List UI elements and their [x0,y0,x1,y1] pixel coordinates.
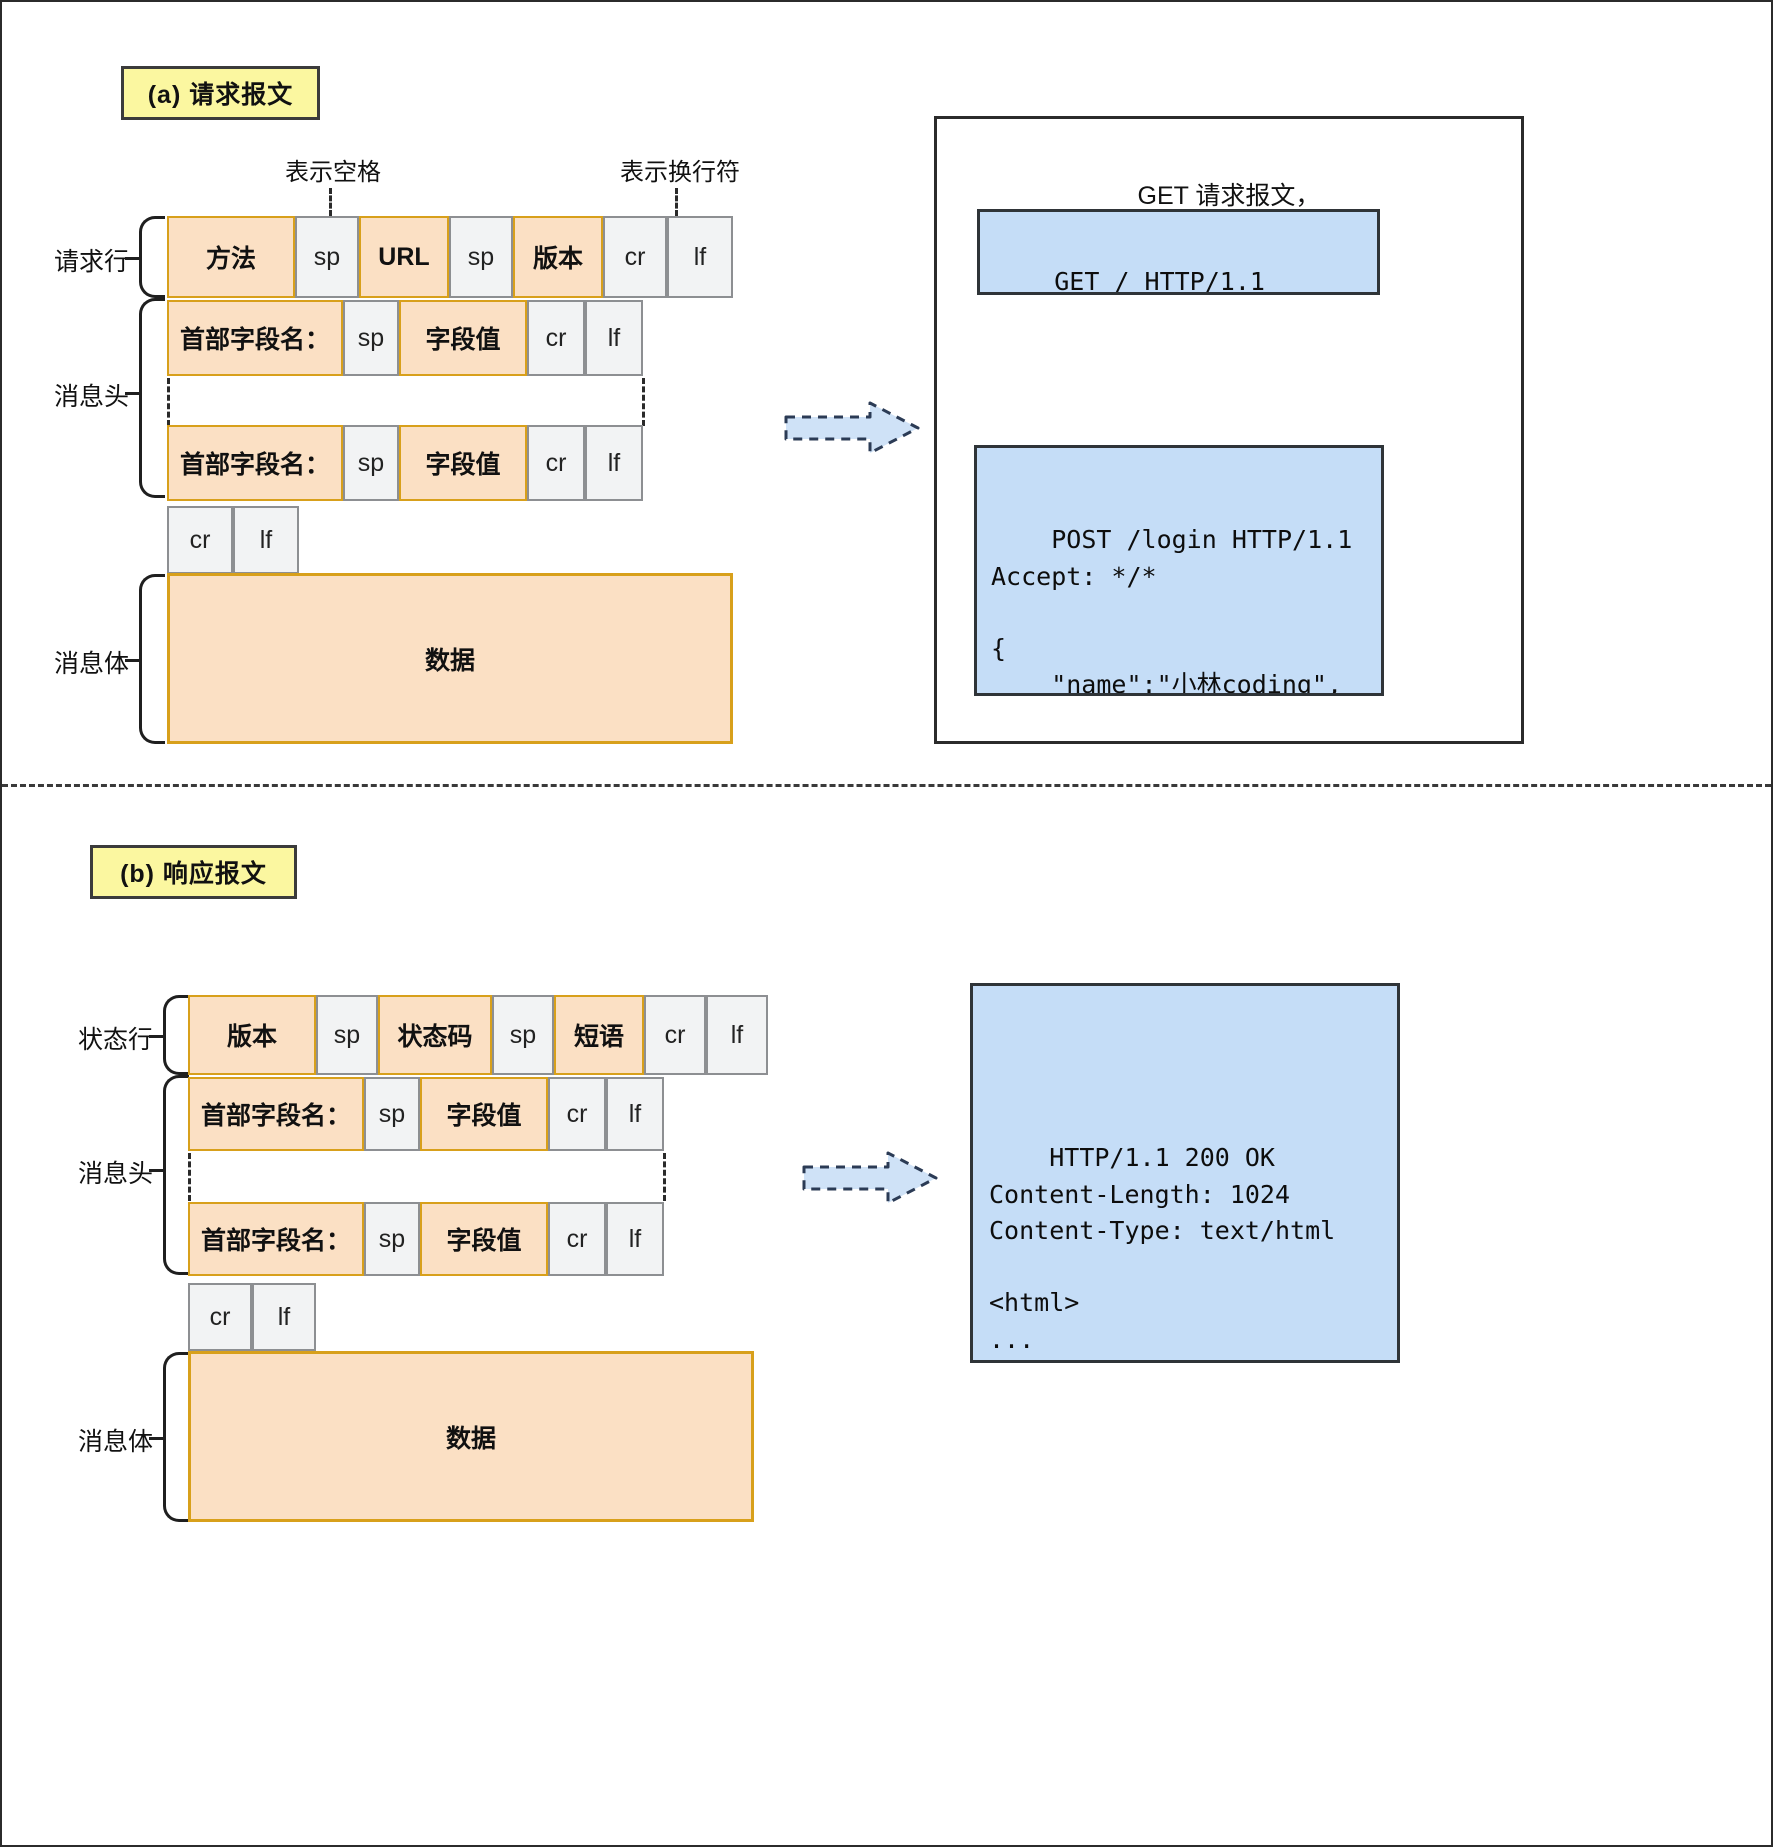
response-header2-lf: lf [606,1202,664,1276]
response-body-tick [149,1437,163,1440]
request-example-post-code: POST /login HTTP/1.1 Accept: */* { "name… [974,445,1384,696]
section-divider [2,784,1771,787]
request-cell-method: 方法 [167,216,295,298]
request-cell-url: URL [359,216,449,298]
request-header2-lf: lf [585,425,643,501]
request-header2-name: 首部字段名： [167,425,343,501]
response-headers-tick [149,1169,163,1172]
response-cell-status-code: 状态码 [378,995,492,1075]
response-header2-cr: cr [548,1202,606,1276]
response-headers-continuation-right [663,1153,666,1201]
response-cell-cr-1: cr [644,995,706,1075]
label-response-body: 消息体 [78,1428,154,1456]
response-status-line-tick [149,1035,163,1038]
request-start-line-tick [125,257,139,260]
request-body-bracket [139,574,165,744]
request-header1-name: 首部字段名： [167,300,343,376]
response-flow-arrow-icon [802,1150,938,1206]
request-start-line-bracket [139,216,165,298]
annotation-newline-label: 表示换行符 [620,159,740,186]
request-header1-value: 字段值 [399,300,527,376]
response-header2-name: 首部字段名： [188,1202,364,1276]
label-response-headers: 消息头 [78,1160,154,1188]
response-blankline-lf: lf [252,1283,316,1351]
request-header1-cr: cr [527,300,585,376]
response-status-line-bracket [163,995,189,1075]
annotation-space-label: 表示空格 [285,159,381,186]
request-cell-sp-2: sp [449,216,513,298]
label-request-headers: 消息头 [54,383,130,411]
request-cell-lf-1: lf [667,216,733,298]
request-cell-cr-1: cr [603,216,667,298]
response-blankline-cr: cr [188,1283,252,1351]
response-cell-reason-phrase: 短语 [554,995,644,1075]
response-header1-name: 首部字段名： [188,1077,364,1151]
request-blankline-cr: cr [167,506,233,574]
section-a-title-label: (a) 请求报文 [147,81,294,109]
request-example-get-code: GET / HTTP/1.1 Accept: */* [977,209,1380,295]
response-body-block: 数据 [188,1351,754,1522]
response-example-code: HTTP/1.1 200 OK Content-Length: 1024 Con… [970,983,1400,1363]
response-cell-version: 版本 [188,995,316,1075]
request-header1-sp: sp [343,300,399,376]
response-cell-lf-1: lf [706,995,768,1075]
response-header2-value: 字段值 [420,1202,548,1276]
section-a-title-note: (a) 请求报文 [121,66,320,120]
request-headers-continuation-right [642,378,645,426]
request-body-tick [125,659,139,662]
label-response-status-line: 状态行 [78,1026,154,1054]
response-header1-sp: sp [364,1077,420,1151]
request-cell-sp-1: sp [295,216,359,298]
response-cell-sp-2: sp [492,995,554,1075]
request-header2-sp: sp [343,425,399,501]
request-body-block: 数据 [167,573,733,744]
request-headers-continuation-left [167,378,170,426]
response-header2-sp: sp [364,1202,420,1276]
response-header1-lf: lf [606,1077,664,1151]
annotation-newline-leader [675,188,678,216]
request-headers-tick [125,392,139,395]
response-header1-value: 字段值 [420,1077,548,1151]
request-flow-arrow-icon [784,400,920,456]
request-headers-bracket [139,298,165,498]
request-cell-version: 版本 [513,216,603,298]
response-cell-sp-1: sp [316,995,378,1075]
label-request-start-line: 请求行 [54,248,130,276]
section-b-title-label: (b) 响应报文 [120,860,267,888]
request-header2-value: 字段值 [399,425,527,501]
request-blankline-lf: lf [233,506,299,574]
response-headers-bracket [163,1075,189,1275]
request-header2-cr: cr [527,425,585,501]
annotation-space-leader [329,188,332,216]
section-b-title-note: (b) 响应报文 [90,845,297,899]
request-header1-lf: lf [585,300,643,376]
response-body-bracket [163,1352,189,1522]
label-request-body: 消息体 [54,650,130,678]
response-header1-cr: cr [548,1077,606,1151]
response-headers-continuation-left [188,1153,191,1201]
